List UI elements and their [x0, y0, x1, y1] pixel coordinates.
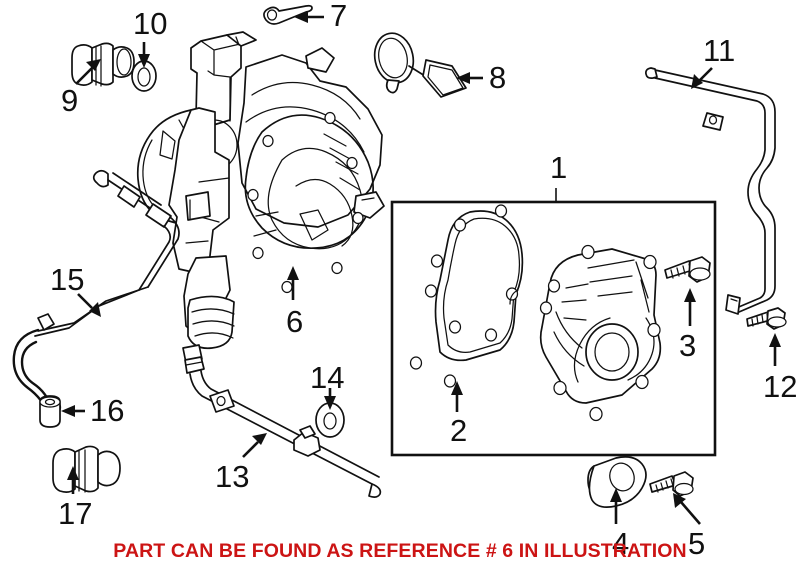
callout-17: 17 — [58, 496, 93, 531]
leader-10 — [138, 42, 150, 68]
part-5-pulley-bolt — [649, 471, 694, 497]
part-2-water-pump-gasket — [409, 204, 524, 388]
callout-10: 10 — [133, 6, 168, 41]
leader-16 — [61, 405, 85, 417]
callout-4: 4 — [612, 526, 630, 561]
callout-1: 1 — [550, 150, 568, 185]
part-16-grommet-bushing — [39, 395, 61, 428]
callout-2: 2 — [450, 413, 468, 448]
part-8-cap-and-gasket — [373, 32, 467, 98]
leader-6 — [287, 266, 299, 300]
part-15-oil-feed-hose — [12, 169, 180, 418]
leader-8 — [456, 72, 483, 84]
callout-7: 7 — [330, 0, 348, 33]
part-13-coolant-supply-pipe — [182, 344, 382, 498]
callout-6: 6 — [286, 304, 304, 339]
leader-9 — [75, 59, 101, 85]
leader-5 — [673, 493, 701, 525]
water-pump-detail-box — [390, 200, 717, 457]
callout-9: 9 — [61, 83, 79, 118]
water-pump-housing — [539, 244, 662, 422]
leader-4 — [610, 488, 622, 524]
leader-11 — [691, 67, 713, 89]
callout-14: 14 — [310, 360, 345, 395]
callout-8: 8 — [489, 60, 507, 95]
part-9-coolant-line-connector — [71, 42, 135, 87]
part-12-mounting-bolt — [746, 307, 787, 330]
callout-5: 5 — [688, 526, 706, 561]
callout-16: 16 — [90, 393, 125, 428]
part-17-hose-end-connector — [52, 445, 121, 493]
callout-13: 13 — [215, 459, 250, 494]
part-4-pulley-hub — [587, 456, 647, 508]
part-3-water-pump-bolt — [664, 256, 711, 283]
callout-11: 11 — [703, 33, 736, 68]
callout-3: 3 — [679, 328, 697, 363]
callout-12: 12 — [763, 369, 798, 404]
leader-15 — [77, 293, 101, 317]
leader-14 — [324, 388, 336, 410]
reference-caption: PART CAN BE FOUND AS REFERENCE # 6 IN IL… — [0, 540, 800, 563]
leader-17 — [67, 466, 79, 494]
leader-12 — [769, 333, 781, 366]
part-11-coolant-return-tube — [645, 67, 776, 315]
leader-7 — [294, 11, 324, 23]
leader-2 — [451, 381, 463, 412]
leader-13 — [242, 433, 267, 458]
part-6-turbocharger-assembly — [136, 31, 385, 350]
part-7-retaining-pin — [263, 4, 313, 25]
callout-15: 15 — [50, 262, 85, 297]
leader-3 — [684, 288, 696, 326]
reference-caption-text: PART CAN BE FOUND AS REFERENCE # 6 IN IL… — [113, 540, 687, 562]
